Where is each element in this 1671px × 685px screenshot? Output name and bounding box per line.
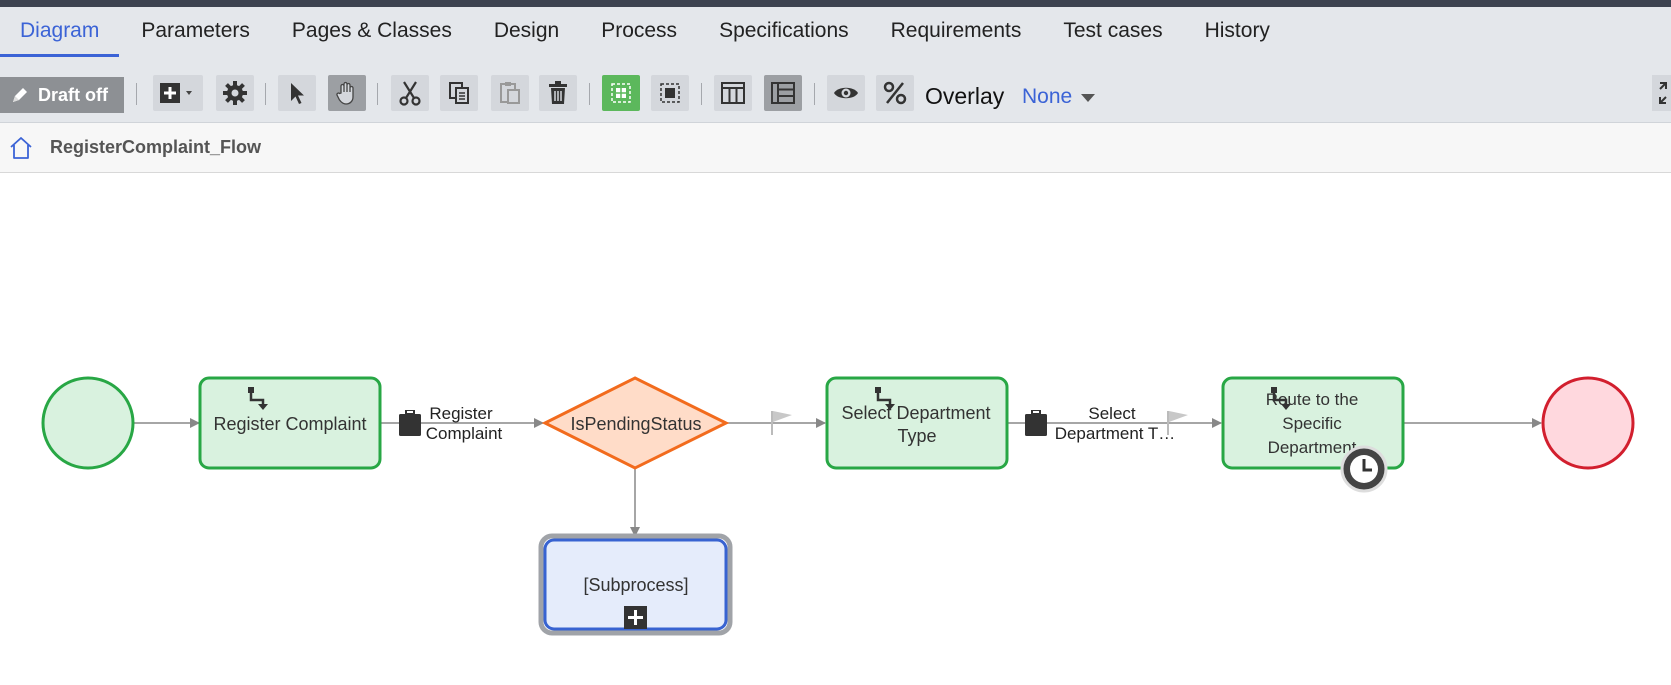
connector-label: Select (1088, 404, 1136, 423)
connector-label: Department T… (1055, 424, 1176, 443)
flag-icon (771, 411, 792, 435)
swimlane-columns-button[interactable] (714, 75, 752, 111)
select-tool-button[interactable] (278, 75, 316, 111)
task-select-department-type[interactable] (825, 376, 1009, 470)
chevron-down-icon[interactable] (1081, 94, 1095, 102)
overlay-select[interactable]: None (1022, 85, 1073, 108)
tab-diagram[interactable]: Diagram (0, 7, 120, 57)
tab-requirements[interactable]: Requirements (890, 18, 1022, 42)
expand-icon (1659, 82, 1667, 104)
flow-canvas[interactable]: Register Complaint Register Complaint Is… (0, 173, 1671, 680)
fit-to-screen-button[interactable] (602, 75, 640, 111)
delete-button[interactable] (539, 75, 577, 111)
settings-button[interactable] (216, 75, 254, 111)
cut-icon (399, 81, 421, 106)
copy-icon (449, 82, 469, 104)
clipboard-icon (1025, 410, 1047, 436)
tab-bar: Diagram Parameters Pages & Classes Desig… (0, 7, 1671, 57)
view-button[interactable] (827, 75, 865, 111)
decision-label: IsPendingStatus (570, 414, 701, 434)
cut-button[interactable] (391, 75, 429, 111)
home-icon[interactable] (8, 135, 34, 161)
separator (701, 83, 702, 105)
subprocess-label: [Subprocess] (583, 575, 688, 595)
add-icon (160, 83, 192, 103)
fit-icon (611, 83, 631, 103)
tab-specifications[interactable]: Specifications (719, 18, 849, 42)
task-label: Select Department (841, 403, 990, 423)
task-label: Register Complaint (213, 414, 366, 434)
percent-icon (883, 81, 907, 105)
breadcrumb: RegisterComplaint_Flow (0, 123, 1671, 173)
connector-label: Complaint (426, 424, 503, 443)
subprocess-frame (538, 533, 733, 636)
rows-icon (771, 82, 795, 104)
expand-subprocess-icon[interactable] (624, 606, 647, 629)
tab-design[interactable]: Design (493, 18, 560, 42)
separator (265, 83, 266, 105)
columns-icon (721, 82, 745, 104)
clipboard-icon (399, 410, 421, 436)
tab-history[interactable]: History (1204, 18, 1270, 42)
pan-tool-button[interactable] (328, 75, 366, 111)
decision-is-pending-status[interactable] (541, 376, 730, 470)
separator (814, 83, 815, 105)
clock-icon (1340, 445, 1388, 493)
swimlane-rows-button[interactable] (764, 75, 802, 111)
task-label: Department (1268, 438, 1357, 457)
frame-button[interactable] (651, 75, 689, 111)
pencil-icon (13, 88, 27, 102)
draft-label: Draft off (38, 84, 108, 105)
subflow-icon (1271, 387, 1291, 410)
expand-button[interactable] (1652, 75, 1671, 111)
task-label: Specific (1282, 414, 1342, 433)
tab-parameters[interactable]: Parameters (141, 18, 250, 42)
tab-pages-classes[interactable]: Pages & Classes (291, 18, 452, 42)
draft-toggle-button[interactable]: Draft off (0, 77, 124, 113)
subflow-icon (875, 387, 895, 410)
toolbar: Draft off (0, 57, 1671, 123)
percent-button[interactable] (876, 75, 914, 111)
tab-test-cases[interactable]: Test cases (1063, 18, 1163, 42)
task-register-complaint[interactable] (198, 376, 382, 470)
overlay-label: Overlay (925, 83, 1005, 109)
copy-button[interactable] (440, 75, 478, 111)
separator (377, 83, 378, 105)
task-label: Type (897, 426, 936, 446)
hand-icon (336, 81, 354, 105)
subflow-icon (248, 387, 268, 410)
tab-process[interactable]: Process (601, 18, 678, 42)
connector-label: Register (429, 404, 493, 423)
eye-icon (834, 87, 858, 99)
paste-icon (500, 82, 520, 104)
top-bar (0, 0, 1671, 7)
flag-icon (1167, 411, 1188, 435)
add-button[interactable] (153, 75, 203, 111)
separator (589, 83, 590, 105)
frame-icon (660, 83, 680, 103)
page-title: RegisterComplaint_Flow (50, 137, 262, 157)
gear-icon (223, 81, 247, 105)
paste-button[interactable] (491, 75, 529, 111)
trash-icon (549, 81, 567, 104)
end-event[interactable] (1541, 376, 1635, 470)
flow-diagram: Register Complaint Register Complaint Is… (41, 376, 1635, 636)
pointer-icon (291, 83, 304, 104)
start-event[interactable] (41, 376, 135, 470)
separator (136, 83, 137, 105)
task-route-to-specific-department[interactable] (1221, 376, 1405, 470)
